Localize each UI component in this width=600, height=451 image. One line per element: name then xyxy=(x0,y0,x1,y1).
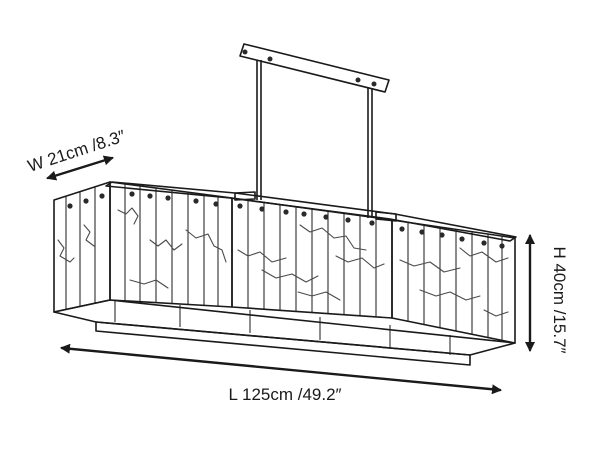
ceiling-canopy xyxy=(239,43,390,93)
shade-body xyxy=(53,181,516,366)
length-dimension-arrow xyxy=(60,343,502,395)
suspension-rods xyxy=(256,60,373,218)
marble-veining xyxy=(57,207,509,317)
length-label: L 125cm /49.2″ xyxy=(228,385,341,404)
width-dimension-arrow xyxy=(46,155,114,181)
rivets xyxy=(67,191,505,249)
height-label: H 40cm /15.7″ xyxy=(550,246,569,353)
panel-divisions xyxy=(65,184,503,355)
